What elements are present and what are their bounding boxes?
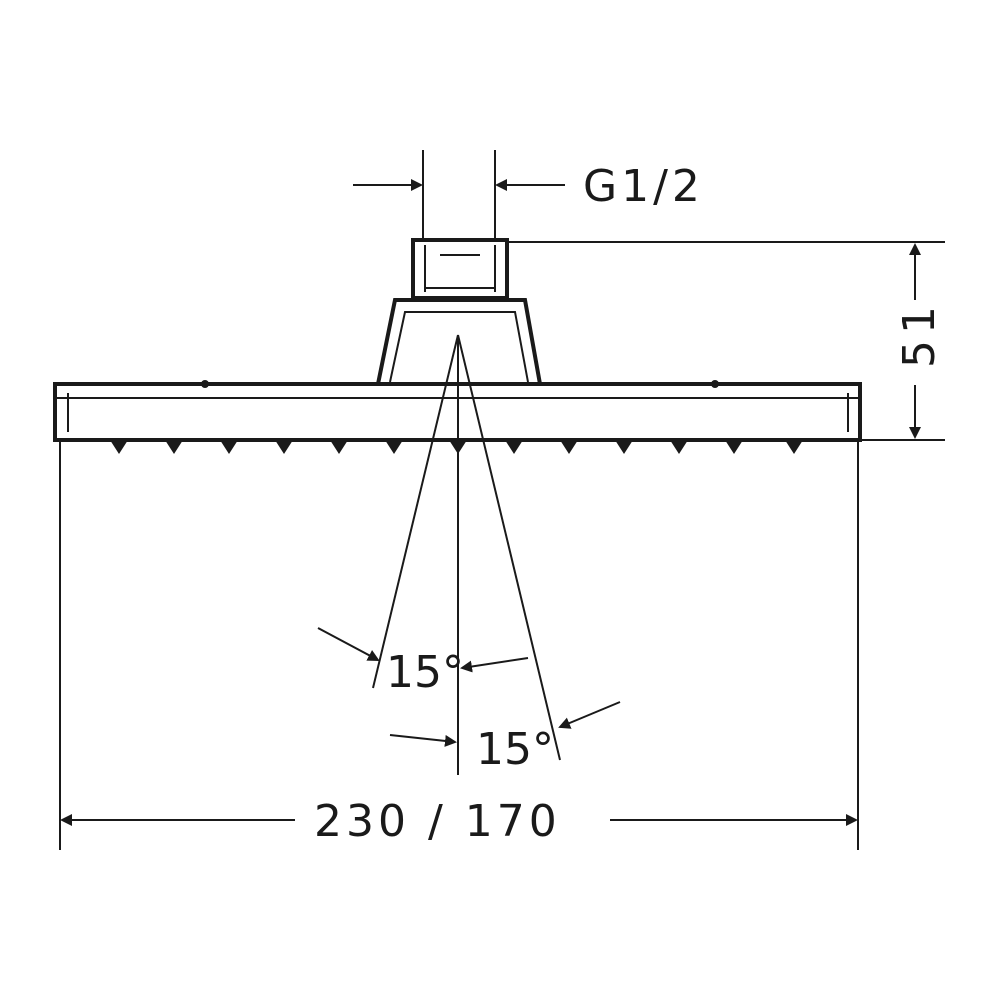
left-angle-arrow-inner xyxy=(460,657,529,673)
threaded-connector xyxy=(411,238,509,300)
swivel-angle-lines xyxy=(372,334,561,761)
height-dimension: 51 xyxy=(507,241,945,441)
plate-top-nubs xyxy=(201,380,719,388)
width-label: 230 / 170 xyxy=(314,796,561,847)
right-angle-arrow-inner xyxy=(389,734,457,747)
left-angle-arrow-outer xyxy=(317,627,380,661)
left-angle-annotation: 15° xyxy=(317,627,529,698)
right-angle-annotation: 15° xyxy=(389,701,621,775)
width-dimension: 230 / 170 xyxy=(59,440,859,850)
thread-dimension: G1/2 xyxy=(353,150,704,240)
right-angle-arrow-outer xyxy=(558,701,621,729)
left-angle-label: 15° xyxy=(386,647,464,698)
height-label: 51 xyxy=(894,300,945,368)
spray-nozzles xyxy=(110,440,803,454)
thread-size-label: G1/2 xyxy=(583,161,704,212)
right-angle-label: 15° xyxy=(476,724,554,775)
